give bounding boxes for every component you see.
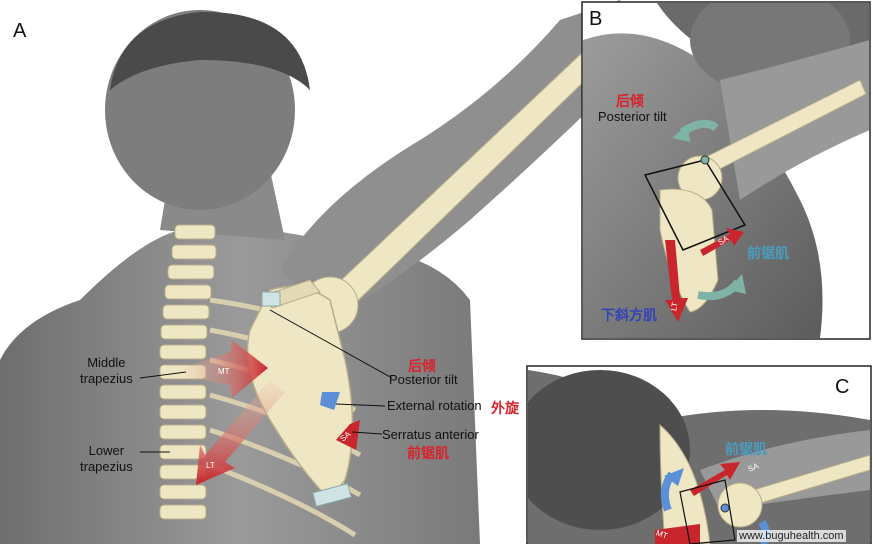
panel-c-letter: C	[835, 376, 850, 398]
panel-b-letter: B	[589, 8, 603, 30]
watermark: www.buguhealth.com	[737, 530, 846, 542]
posterior-tilt-zh-label: 后倾	[408, 358, 436, 374]
panel-a-letter: A	[13, 20, 27, 42]
b-lower-trapezius-zh-label: 下斜方肌	[601, 307, 657, 323]
lt-mark-b: LT	[669, 301, 680, 312]
b-serratus-anterior-zh-label: 前锯肌	[747, 245, 789, 261]
serratus-anterior-en-label: Serratus anterior	[382, 427, 479, 442]
c-serratus-anterior-zh-label: 前锯肌	[725, 441, 767, 457]
lower-trapezius-label: Lower trapezius	[80, 443, 133, 474]
mt-mark-a: MT	[218, 367, 230, 376]
posterior-tilt-en-label: Posterior tilt	[389, 372, 458, 387]
external-rotation-zh-label: 外旋	[491, 400, 519, 416]
panel-a-illustration	[0, 0, 640, 544]
panel-b-illustration	[581, 1, 871, 340]
lt-mark-a: LT	[206, 461, 215, 470]
b-posterior-tilt-zh-label: 后倾	[616, 93, 644, 109]
middle-trapezius-label: Middle trapezius	[80, 355, 133, 386]
b-posterior-tilt-en-label: Posterior tilt	[598, 109, 667, 124]
panel-c-illustration	[526, 365, 872, 545]
serratus-anterior-zh-label: 前锯肌	[407, 445, 449, 461]
external-rotation-en-label: External rotation	[387, 398, 482, 413]
